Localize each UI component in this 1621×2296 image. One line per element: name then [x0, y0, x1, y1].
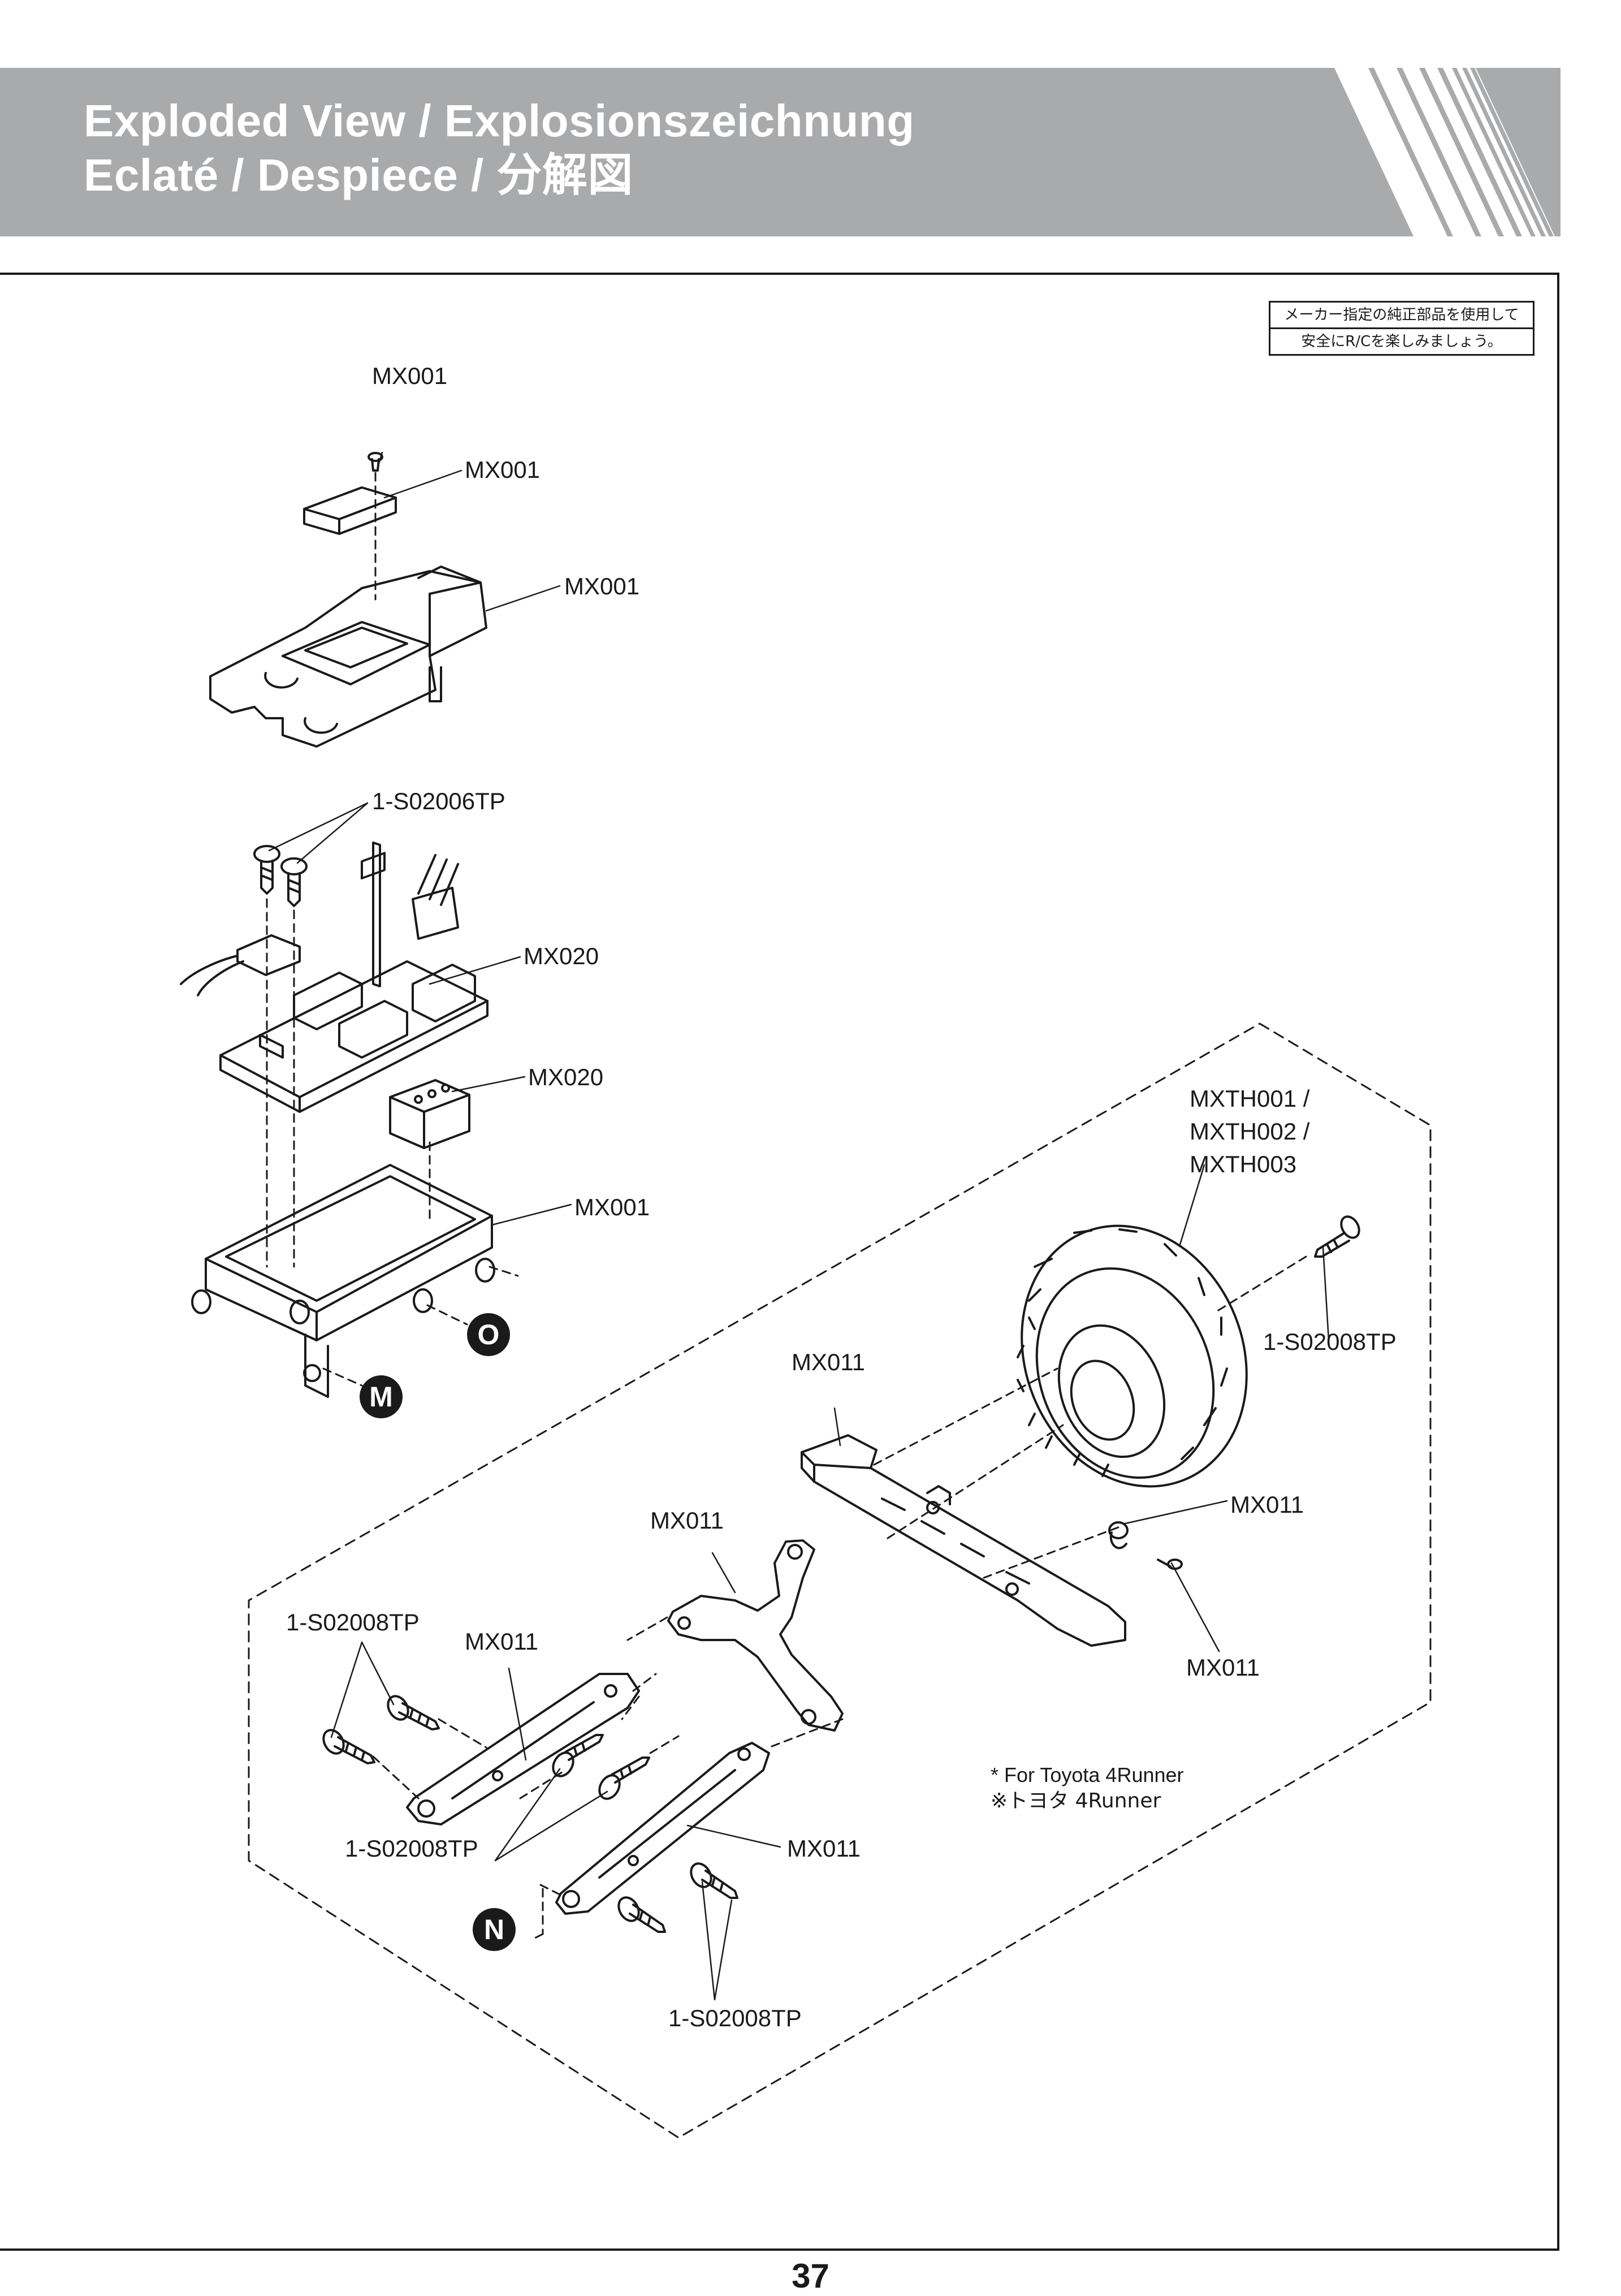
- notice-line-1: メーカー指定の純正部品を使用して: [1270, 303, 1533, 329]
- label-top-screw: MX001: [372, 362, 448, 389]
- label-arm-right: MX011: [787, 1835, 861, 1862]
- label-tire-mount: MX011: [650, 1507, 724, 1534]
- model-note: * For Toyota 4Runner ※トヨタ 4Runner: [991, 1762, 1184, 1814]
- header-stripes-decoration: [1334, 68, 1555, 236]
- marker-o: O: [467, 1313, 510, 1356]
- label-receiver-cover: MX001: [465, 456, 541, 483]
- diagram-frame: [0, 273, 1559, 2251]
- page-title-line-1: Exploded View / Explosionszeichnung: [84, 96, 915, 146]
- servo-connector: [412, 854, 459, 940]
- label-tire-screw: 1-S02008TP: [1263, 1328, 1397, 1355]
- label-bumper: MX011: [792, 1349, 865, 1375]
- hitch-pin: [1108, 1521, 1129, 1550]
- screw-left-a: [387, 1695, 440, 1730]
- screw-left-b: [322, 1729, 375, 1764]
- screw-bottom-b: [617, 1896, 666, 1933]
- screw-upper-right: [280, 857, 308, 907]
- genuine-parts-notice: メーカー指定の純正部品を使用して 安全にR/Cを楽しみましょう。: [1269, 301, 1534, 356]
- top-small-screw: [368, 452, 383, 472]
- header-banner: Exploded View / Explosionszeichnung Ecla…: [0, 68, 1561, 236]
- tire-carrier-bumper: [801, 1434, 1126, 1647]
- label-screws-left: 1-S02008TP: [286, 1609, 420, 1635]
- label-screws-bottom: 1-S02008TP: [668, 2005, 802, 2031]
- hitch-small-screw: [1157, 1559, 1183, 1570]
- label-lower-case: MX001: [574, 1194, 650, 1220]
- label-connector: MX020: [528, 1064, 604, 1090]
- label-arm-left: MX011: [465, 1628, 538, 1655]
- label-hitch-pin: MX011: [1186, 1654, 1260, 1681]
- model-note-line-1: * For Toyota 4Runner: [991, 1763, 1184, 1786]
- lower-receiver-case: [191, 1164, 495, 1398]
- tire-mount-bracket: [667, 1539, 844, 1732]
- page-number: 37: [792, 2257, 829, 2295]
- model-note-line-2: ※トヨタ 4Runner: [991, 1789, 1161, 1812]
- marker-n: N: [473, 1908, 516, 1951]
- screw-upper-left: [253, 845, 280, 895]
- marker-m: M: [360, 1375, 403, 1418]
- receiver-board: [219, 841, 489, 1113]
- upper-receiver-case: [209, 566, 487, 748]
- label-hitch: MX011: [1230, 1491, 1304, 1518]
- receiver-cover: [303, 486, 397, 535]
- screw-middle-b: [598, 1756, 650, 1800]
- lower-link-arm: [555, 1742, 770, 1915]
- label-tire: MXTH001 / MXTH002 / MXTH003: [1190, 1085, 1310, 1177]
- kit-boundary-dashed: [248, 1022, 1432, 2139]
- label-screws-middle: 1-S02008TP: [345, 1835, 478, 1862]
- tire-screw: [1314, 1215, 1360, 1258]
- page-title-line-2: Eclaté / Despiece / 分解図: [84, 150, 633, 200]
- label-screws-upper: 1-S02006TP: [372, 788, 505, 814]
- label-receiver-board: MX020: [524, 943, 599, 969]
- label-upper-case: MX001: [564, 573, 640, 599]
- spare-tire: [1017, 1224, 1248, 1488]
- screw-bottom-a: [690, 1862, 738, 1899]
- connector-block: [389, 1079, 470, 1149]
- upper-link-arm: [406, 1673, 640, 1825]
- wire-bracket: [180, 934, 301, 996]
- notice-line-2: 安全にR/Cを楽しみましょう。: [1301, 333, 1502, 350]
- leader-lines: [268, 451, 1330, 2001]
